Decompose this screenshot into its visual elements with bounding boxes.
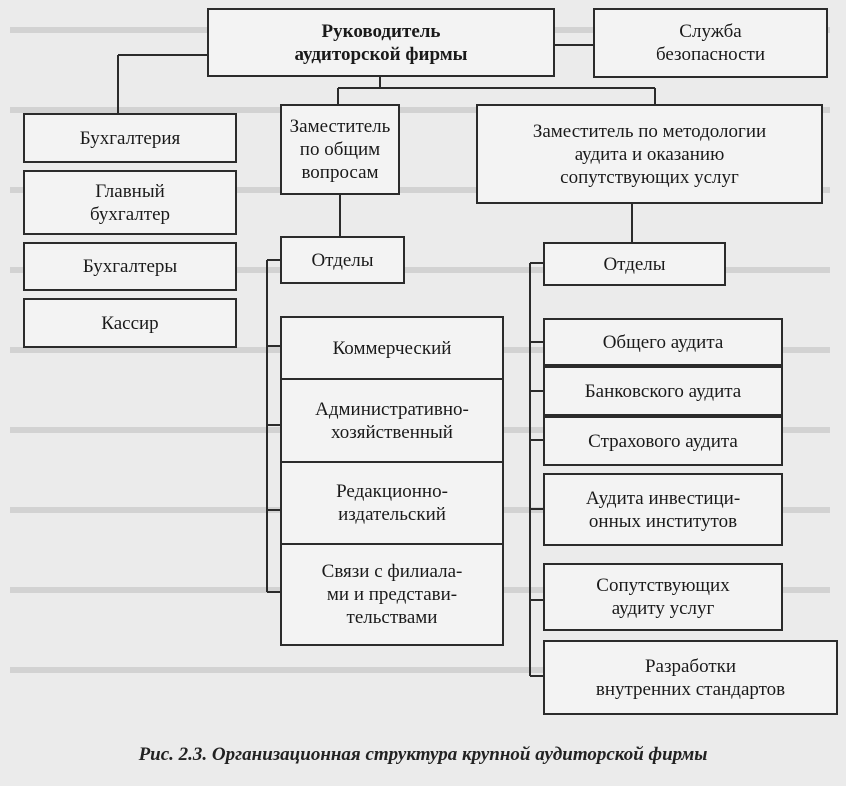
left-departments-stack: Коммерческий Административно- хозяйствен… [280, 316, 504, 646]
departments-left-box: Отделы [280, 236, 405, 284]
department-related-services: Сопутствующих аудиту услуг [543, 563, 783, 631]
department-investment-audit: Аудита инвестици- онных институтов [543, 473, 783, 546]
department-internal-standards: Разработки внутренних стандартов [543, 640, 838, 715]
cashier-box: Кассир [23, 298, 237, 348]
department-general-audit: Общего аудита [543, 318, 783, 366]
security-service-box: Служба безопасности [593, 8, 828, 78]
deputy-general-box: Заместитель по общим вопросам [280, 104, 400, 195]
department-bank-audit: Банковского аудита [543, 366, 783, 416]
departments-right-box: Отделы [543, 242, 726, 286]
deputy-methodology-box: Заместитель по методологии аудита и оказ… [476, 104, 823, 204]
chief-accountant-box: Главный бухгалтер [23, 170, 237, 235]
accounting-box: Бухгалтерия [23, 113, 237, 163]
head-of-firm-box: Руководитель аудиторской фирмы [207, 8, 555, 77]
figure-caption: Рис. 2.3. Организационная структура круп… [138, 744, 708, 765]
department-commercial: Коммерческий [282, 318, 502, 380]
department-editorial: Редакционно- издательский [282, 463, 502, 545]
department-insurance-audit: Страхового аудита [543, 416, 783, 466]
department-administrative: Административно- хозяйственный [282, 380, 502, 463]
accountants-box: Бухгалтеры [23, 242, 237, 291]
department-branches: Связи с филиала- ми и представи- тельств… [321, 561, 463, 628]
